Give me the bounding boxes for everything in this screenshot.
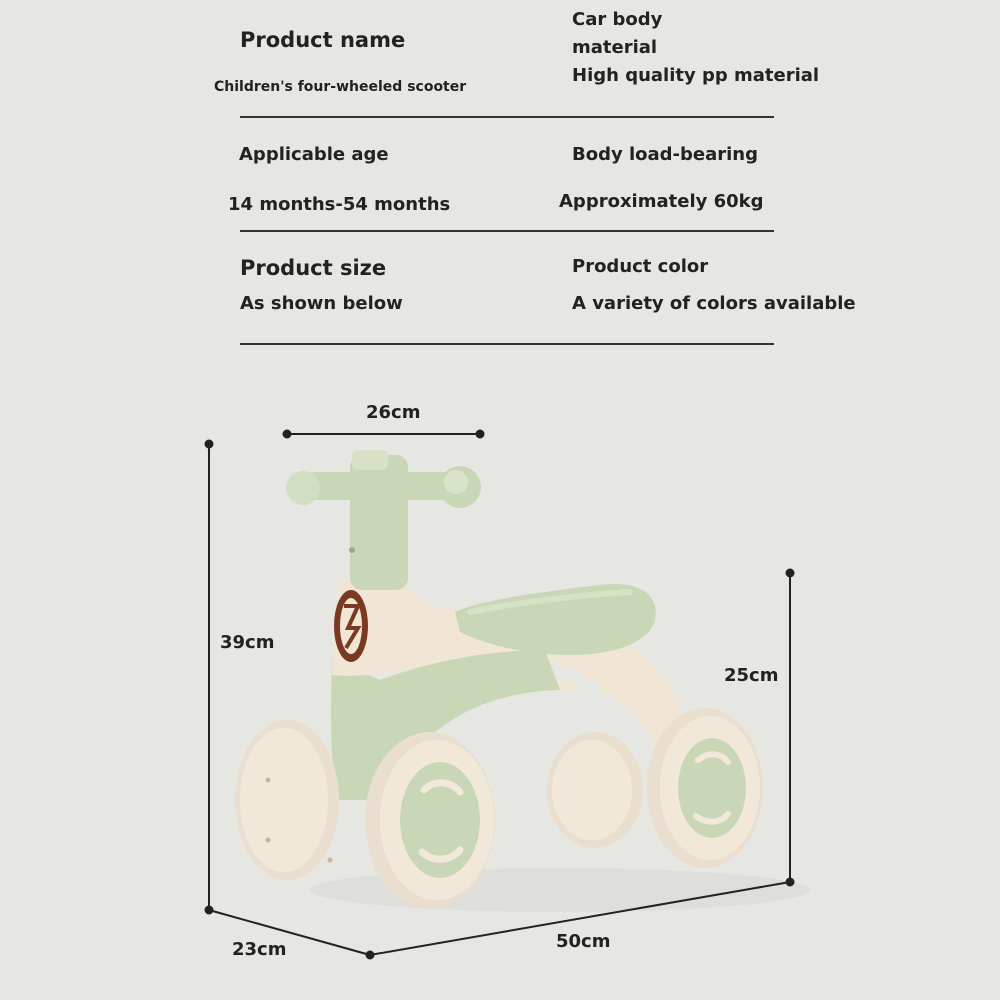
brand-logo-icon [334, 590, 368, 662]
product-color-label: Product color [572, 256, 709, 277]
product-color-value: A variety of colors available [572, 293, 856, 314]
seat-icon [455, 584, 656, 655]
divider-2 [240, 230, 774, 232]
divider-1 [240, 116, 774, 118]
applicable-age-value: 14 months-54 months [228, 194, 451, 215]
rear-left-wheel-icon [547, 732, 643, 848]
applicable-age-label: Applicable age [239, 144, 389, 165]
product-name-label: Product name [240, 28, 406, 52]
dim-width: 23cm [232, 939, 287, 960]
rear-right-wheel-icon [647, 708, 763, 868]
product-size-label: Product size [240, 256, 387, 280]
dim-length: 50cm [556, 931, 611, 952]
load-bearing-value: Approximately 60kg [559, 191, 764, 212]
body-material-label-line2: material [572, 37, 658, 58]
front-left-wheel-icon [235, 720, 339, 880]
product-size-value: As shown below [240, 293, 403, 314]
dimension-lines [204, 429, 795, 960]
product-name-value: Children's four-wheeled scooter [214, 79, 467, 95]
dim-handlebar-width: 26cm [366, 402, 421, 423]
divider-3 [240, 343, 774, 345]
front-right-wheel-icon [365, 732, 495, 908]
body-material-label: Car body material High quality pp materi… [572, 6, 819, 90]
handlebar-icon [286, 466, 481, 508]
dim-total-height: 39cm [220, 632, 275, 653]
load-bearing-label: Body load-bearing [572, 144, 758, 165]
body-material-value: High quality pp material [572, 65, 820, 86]
body-material-label-line1: Car body [572, 9, 663, 30]
dim-seat-height: 25cm [724, 665, 779, 686]
